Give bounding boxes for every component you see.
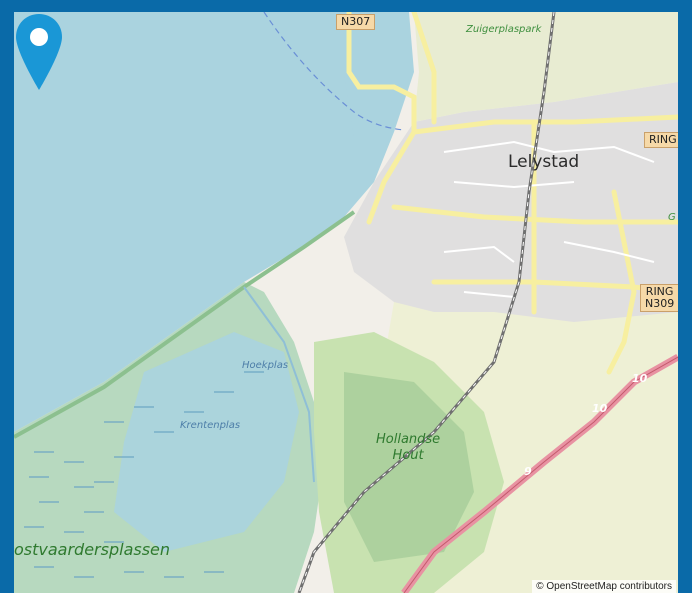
forest-label-hollandse-hout: Hollandse Hout bbox=[376, 432, 441, 463]
map-tiles bbox=[14, 12, 678, 593]
road-shield-n309-text: N309 bbox=[645, 297, 675, 310]
road-shield-ring-mid-text: RING bbox=[645, 285, 674, 298]
lake-label-krentenplas: Krentenplas bbox=[180, 420, 241, 431]
highway-number-a6-1: 10 bbox=[632, 372, 648, 385]
map-pin-icon[interactable] bbox=[14, 12, 64, 92]
map-canvas[interactable]: Lelystad Zuigerplaspark Hoekplas Krenten… bbox=[14, 12, 678, 593]
city-label: Lelystad bbox=[508, 152, 580, 172]
road-shield-n307: N307 bbox=[336, 14, 376, 30]
highway-number-9: 9 bbox=[524, 465, 532, 478]
road-shield-ring-top: RING bbox=[644, 132, 678, 148]
lake-label-hoekplas: Hoekplas bbox=[242, 360, 289, 371]
region-label-oostvaardersplassen: ostvaardersplassen bbox=[14, 540, 171, 559]
highway-number-a6-2: 10 bbox=[592, 402, 608, 415]
map-attribution[interactable]: © OpenStreetMap contributors bbox=[532, 580, 676, 593]
road-shield-ring-n309: RING N309 bbox=[640, 284, 678, 312]
edge-label-g: G bbox=[668, 212, 676, 223]
park-label-zuigerplaspark: Zuigerplaspark bbox=[466, 24, 542, 35]
